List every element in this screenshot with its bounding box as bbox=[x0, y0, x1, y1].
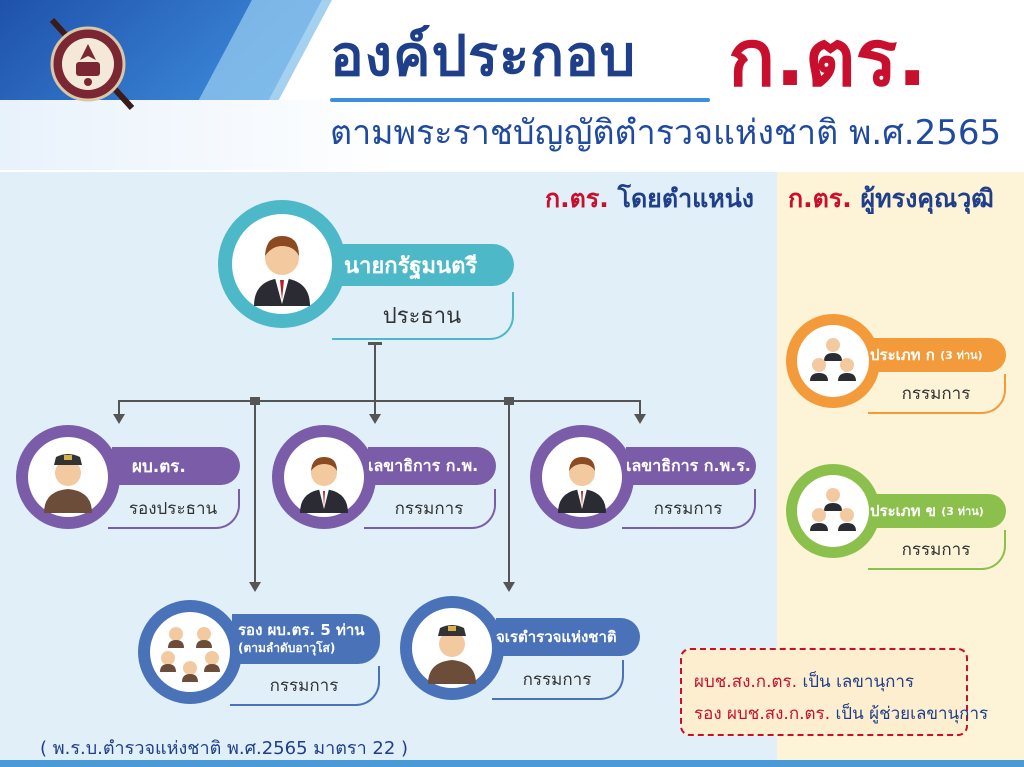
type-a-name-pill: ประเภท ก (3 ท่าน) bbox=[870, 338, 1006, 372]
connector-tee-top bbox=[368, 342, 382, 345]
police-officer-icon bbox=[412, 608, 492, 688]
arrow-to-inspector bbox=[503, 582, 515, 592]
deputy-note: (ตามลำดับอาวุโส) bbox=[238, 641, 336, 655]
connector-pm-down bbox=[374, 342, 376, 414]
police-chief-name-pill: ผบ.ตร. bbox=[112, 447, 240, 485]
footer-reference: ( พ.ร.บ.ตำรวจแห่งชาติ พ.ศ.2565 มาตรา 22 … bbox=[40, 738, 409, 759]
inspector-role: กรรมการ bbox=[492, 660, 624, 700]
type-a-name: ประเภท ก bbox=[870, 346, 935, 364]
section-label-left: โดยตำแหน่ง bbox=[617, 184, 754, 213]
header-fade bbox=[0, 100, 400, 170]
arrow-to-opdc bbox=[634, 414, 646, 424]
title-underline bbox=[330, 98, 710, 102]
section-label-right: ผู้ทรงคุณวุฒิ bbox=[860, 184, 994, 213]
type-a-count: (3 ท่าน) bbox=[940, 349, 983, 362]
deputy-name-pill: รอง ผบ.ตร. 5 ท่าน (ตามลำดับอาวุโส) bbox=[232, 614, 380, 664]
businessman-icon bbox=[542, 437, 622, 517]
connector-horizontal bbox=[120, 400, 640, 402]
pm-role: ประธาน bbox=[332, 292, 514, 340]
connector-right-drop bbox=[639, 400, 641, 414]
police-officer-icon bbox=[28, 437, 108, 517]
connector-inspector-down bbox=[508, 400, 510, 582]
opdc-role: กรรมการ bbox=[622, 489, 756, 529]
note-line-1-text: เป็น เลขานุการ bbox=[797, 672, 915, 692]
group-people-icon bbox=[797, 325, 869, 397]
ocsc-name-pill: เลขาธิการ ก.พ. bbox=[368, 447, 496, 485]
pm-name-pill: นายกรัฐมนตรี bbox=[336, 244, 514, 286]
arrow-to-ocsc bbox=[369, 414, 381, 424]
note-line-1-highlight: ผบช.สง.ก.ตร. bbox=[694, 672, 798, 692]
deputy-role: กรรมการ bbox=[230, 666, 380, 706]
bottom-bar bbox=[0, 760, 1024, 767]
title-accent: ก.ตร. bbox=[728, 14, 928, 104]
note-line-2-highlight: รอง ผบช.สง.ก.ตร. bbox=[694, 704, 831, 724]
police-chief-role: รองประธาน bbox=[108, 489, 240, 529]
businessman-icon bbox=[232, 214, 332, 314]
royal-thai-police-emblem-icon bbox=[40, 12, 140, 112]
inspector-name-pill: จเรตำรวจแห่งชาติ bbox=[496, 618, 640, 656]
type-b-name-pill: ประเภท ข (3 ท่าน) bbox=[870, 494, 1006, 528]
type-a-role: กรรมการ bbox=[868, 374, 1006, 414]
businessman-icon bbox=[284, 437, 364, 517]
note-line-2-text: เป็น ผู้ช่วยเลขานุการ bbox=[830, 704, 989, 724]
subtitle: ตามพระราชบัญญัติตำรวจแห่งชาติ พ.ศ.2565 bbox=[330, 113, 1002, 153]
deputy-name: รอง ผบ.ตร. 5 ท่าน bbox=[238, 621, 365, 639]
arrow-to-police-chief bbox=[113, 414, 125, 424]
ocsc-role: กรรมการ bbox=[364, 489, 496, 529]
note-line-2: รอง ผบช.สง.ก.ตร. เป็น ผู้ช่วยเลขานุการ bbox=[694, 700, 988, 727]
type-b-count: (3 ท่าน) bbox=[941, 505, 984, 518]
connector-deputy-down bbox=[254, 400, 256, 582]
section-prefix-right: ก.ตร. bbox=[788, 184, 852, 213]
note-line-1: ผบช.สง.ก.ตร. เป็น เลขานุการ bbox=[694, 668, 914, 695]
opdc-name-pill: เลขาธิการ ก.พ.ร. bbox=[626, 447, 756, 485]
arrow-to-deputy bbox=[249, 582, 261, 592]
group-people-icon bbox=[797, 475, 869, 547]
header: องค์ประกอบ ก.ตร. ตามพระราชบัญญัติตำรวจแห… bbox=[0, 0, 1024, 170]
section-prefix-left: ก.ตร. bbox=[545, 184, 609, 213]
connector-left-drop bbox=[118, 400, 120, 414]
secretary-note-box: ผบช.สง.ก.ตร. เป็น เลขานุการ รอง ผบช.สง.ก… bbox=[680, 648, 988, 736]
title-main: องค์ประกอบ bbox=[330, 24, 637, 89]
type-b-name: ประเภท ข bbox=[870, 502, 937, 520]
section-title-right: ก.ตร. ผู้ทรงคุณวุฒิ bbox=[788, 182, 994, 216]
group-people-icon bbox=[150, 612, 230, 692]
type-b-role: กรรมการ bbox=[868, 530, 1006, 570]
section-title-left: ก.ตร. โดยตำแหน่ง bbox=[545, 182, 754, 216]
